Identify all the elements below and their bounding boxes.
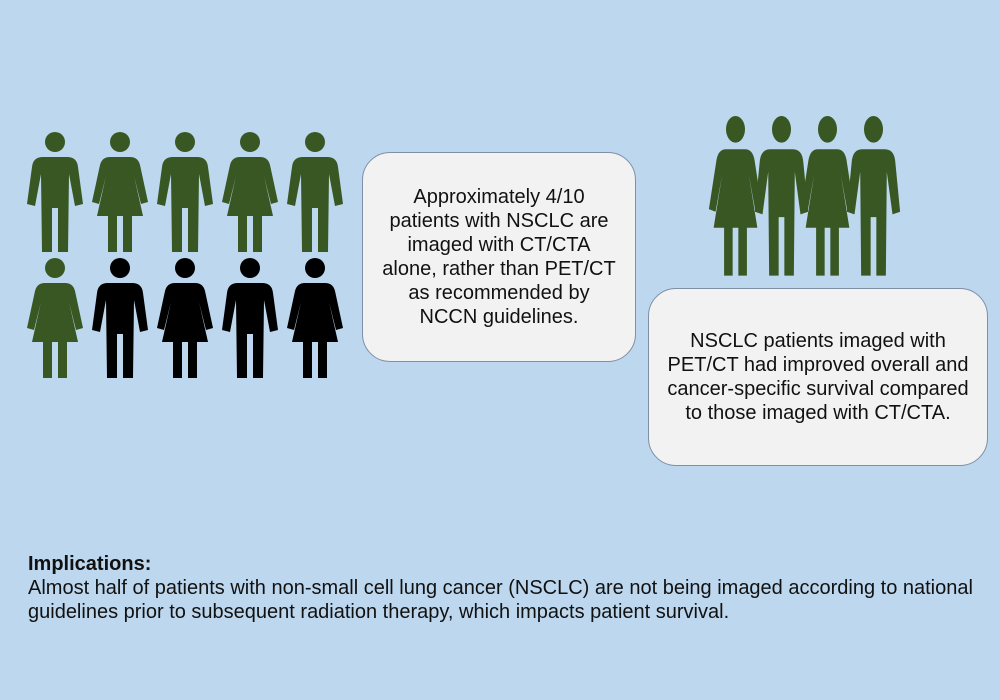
person-icon-black-female <box>287 258 343 378</box>
person-icon-green-female <box>222 132 278 252</box>
patient-figures-svg <box>27 132 343 378</box>
imaging-statistic-text: Approximately 4/10 patients with NSCLC a… <box>382 186 616 328</box>
patient-figure-grid <box>22 132 362 382</box>
group-person-icon-female <box>800 116 855 276</box>
person-icon-green-female <box>92 132 148 252</box>
patient-group-holding-hands <box>704 116 946 278</box>
person-icon-black-male <box>92 258 148 378</box>
person-icon-black-male <box>222 258 278 378</box>
patient-group-svg <box>708 116 901 276</box>
group-person-icon-male <box>846 116 901 276</box>
implications-body: Almost half of patients with non-small c… <box>28 577 973 623</box>
person-icon-green-male <box>27 132 83 252</box>
survival-outcome-text: NSCLC patients imaged with PET/CT had im… <box>667 330 969 424</box>
person-icon-green-male <box>157 132 213 252</box>
implications-heading: Implications: <box>28 553 152 575</box>
survival-outcome-callout: NSCLC patients imaged with PET/CT had im… <box>648 288 988 466</box>
imaging-statistic-callout: Approximately 4/10 patients with NSCLC a… <box>362 152 636 362</box>
implications-section: Implications: Almost half of patients wi… <box>28 552 978 624</box>
person-icon-green-male <box>287 132 343 252</box>
person-icon-green-female <box>27 258 83 378</box>
person-icon-black-female <box>157 258 213 378</box>
group-person-icon-male <box>754 116 809 276</box>
group-person-icon-female <box>708 116 763 276</box>
